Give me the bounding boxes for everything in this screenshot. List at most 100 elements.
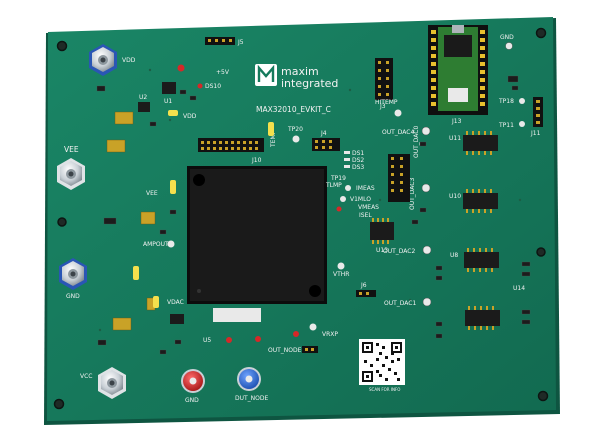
dip-switch [213,308,261,322]
label-u8: U8 [450,252,458,259]
header-j3 [375,58,393,100]
label-tp19: TP19 [330,175,346,182]
banana-jack-dut-node [237,367,261,391]
label-j11: J11 [530,130,541,137]
cap-c6 [114,111,134,125]
label-tp11: TP11 [498,122,514,129]
testpoint-imeas [345,185,351,191]
qr-code [359,339,405,385]
label-temp: TEMP [270,130,277,148]
label-vthr: VTHR [333,271,349,278]
label-u2: U2 [139,94,147,101]
led-ds10 [197,83,203,89]
testpoint-out-dac2 [422,245,432,255]
led-ds3 [344,165,350,168]
ic-u14 [465,306,500,330]
label-j5: J5 [237,39,244,46]
small-components [149,75,531,355]
testpoint-tp18 [519,98,525,104]
label-vmeas: VMEAS [358,204,379,211]
label-out-dac4: OUT_DAC4 [382,129,414,136]
board-name: MAX32010_EVKIT_C [256,105,331,114]
label-ds2: DS2 [352,157,364,164]
header-j4 [312,138,340,151]
label-j6: J6 [360,282,367,289]
testpoint-5v [177,64,185,72]
banana-jack-gnd [181,369,205,393]
ic-u10 [463,189,498,213]
terminal-label-vdd: VDD [122,57,136,64]
header-j5 [205,37,235,45]
terminal-vdd [89,44,117,76]
label-out-dac3: OUT_DAC3 [409,178,416,210]
terminal-vee [57,158,85,190]
label-u10: U10 [449,193,461,200]
svg-text:integrated: integrated [281,77,338,90]
testpoint-red-2 [255,336,261,342]
banana-label-dut-node: DUT_NODE [235,395,269,402]
testpoint-out-dac1 [422,297,432,307]
testpoint-vthr [337,262,345,270]
label-vdac: VDAC [167,299,184,306]
testpoint-red-3 [293,331,299,337]
testpoint-hitemp [394,109,402,117]
vdd-jumper [168,110,178,116]
testpoint-ampout [167,240,175,248]
label-j4: J4 [320,130,327,137]
label-u5: U5 [203,337,211,344]
label-ds10: DS10 [205,83,221,90]
label-u1: U1 [164,98,172,105]
testpoint-red-1 [226,337,232,343]
res-r1 [96,85,106,92]
ic-u2 [138,102,150,112]
testpoint-gnd-top [505,42,513,50]
maxim-logo: maxim integrated [255,64,338,90]
testpoint-out-dac3 [421,183,431,193]
terminal-label-gnd: GND [66,293,80,300]
ic-u11 [463,131,498,155]
mount-hole-mr [536,247,546,257]
header-j2 [302,346,318,353]
header-j11 [533,97,543,127]
label-isel: ISEL [359,212,372,219]
svg-text:maxim: maxim [281,65,319,78]
label-vee-small: VEE [146,190,158,197]
cap-c2 [140,211,156,225]
testpoint-tp20 [292,135,300,143]
header-j7 [388,154,410,202]
label-j13: J13 [451,118,462,125]
label-vdd-small: VDD [183,113,197,120]
gnd-jumper [133,266,139,280]
mount-hole-tr [535,27,547,39]
header-j10 [198,138,264,152]
terminal-vcc [98,367,126,399]
label-out-node: OUT_NODE [268,347,302,354]
label-p5v: +5V [216,69,230,76]
label-tp20: TP20 [287,126,303,133]
ic-u1 [162,82,176,94]
qr-caption: SCAN FOR INFO [369,387,400,392]
label-ds1: DS1 [352,150,364,157]
testpoint-out-dac4 [421,126,431,136]
label-vrxp: VRXP [322,331,338,338]
ic-u5 [170,314,184,324]
mcu-module-j13 [428,25,488,115]
mount-hole-br [537,390,549,402]
label-j10: J10 [251,157,262,164]
label-ds3: DS3 [352,164,364,171]
res-fb [97,339,107,346]
label-out-dac2: OUT_DAC2 [383,248,415,255]
vdac-jumper [153,296,159,308]
cap-c3 [106,139,126,153]
header-j6 [356,290,376,297]
testpoint-vrxp [309,323,317,331]
label-hitemp: HITEMP [375,99,398,106]
vee-jumper [170,180,176,194]
res-r2 [103,217,117,225]
label-tlmp: TLMP [325,182,342,189]
label-v1mlo: V1MLO [350,196,371,203]
label-u14: U14 [513,285,525,292]
banana-label-gnd: GND [185,397,199,404]
terminal-gnd [59,258,87,290]
